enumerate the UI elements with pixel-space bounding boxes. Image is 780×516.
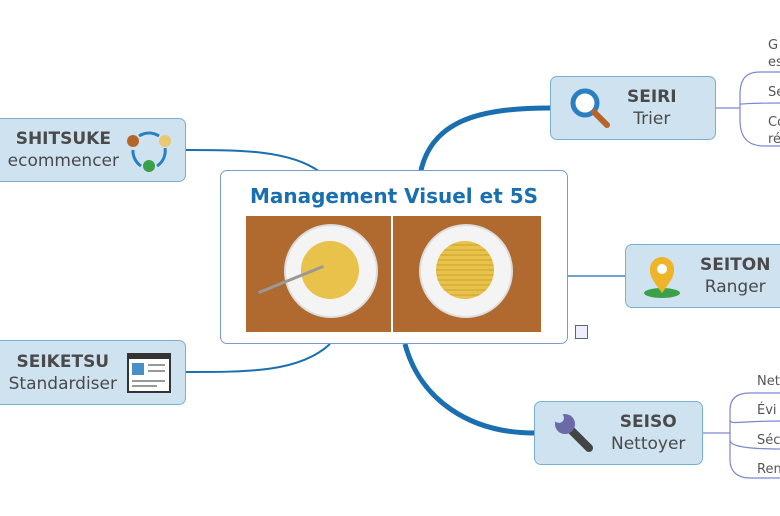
node-title: SHITSUKE bbox=[15, 129, 111, 149]
node-subtitle: Standardiser bbox=[8, 373, 117, 394]
node-subtitle: ecommencer bbox=[7, 151, 119, 171]
branch-seiri bbox=[417, 105, 551, 176]
ordered-soup-image bbox=[393, 216, 541, 332]
node-title: SEITON bbox=[700, 255, 771, 275]
node-subtitle: Trier bbox=[633, 109, 671, 129]
seiri-subtopic[interactable]: ré bbox=[768, 132, 780, 147]
magnifier-icon bbox=[570, 88, 610, 128]
location-pin-icon bbox=[644, 257, 680, 298]
seiri-subtopic[interactable]: Se bbox=[768, 85, 780, 100]
node-title: SEISO bbox=[619, 412, 677, 432]
messy-soup-image bbox=[246, 216, 391, 332]
branch-shitsuke bbox=[185, 149, 321, 173]
document-window-icon bbox=[127, 352, 171, 393]
node-title: SEIKETSU bbox=[16, 351, 110, 372]
seiso-subtopic[interactable]: Séc bbox=[757, 433, 780, 448]
seiso-subtopic[interactable]: Net bbox=[757, 374, 780, 389]
branch-seiso bbox=[402, 343, 535, 436]
node-subtitle: Ranger bbox=[704, 277, 766, 297]
wrench-icon bbox=[554, 413, 593, 452]
central-title: Management Visuel et 5S bbox=[249, 184, 539, 208]
seiso-subtopic[interactable]: Évi bbox=[757, 403, 777, 418]
node-subtitle: Nettoyer bbox=[611, 434, 686, 454]
cycle-icon bbox=[127, 131, 171, 172]
central-topic[interactable]: Management Visuel et 5S bbox=[220, 170, 568, 344]
seiri-subtopic[interactable]: Co bbox=[768, 115, 780, 130]
seiri-subtopic[interactable]: G bbox=[768, 38, 779, 53]
node-title: SEIRI bbox=[627, 87, 677, 107]
seiso-subtopic[interactable]: Ren bbox=[757, 462, 780, 477]
notes-icon[interactable] bbox=[575, 325, 588, 339]
seiri-subtopic[interactable]: es bbox=[768, 55, 780, 70]
branch-seiketsu bbox=[185, 343, 331, 373]
